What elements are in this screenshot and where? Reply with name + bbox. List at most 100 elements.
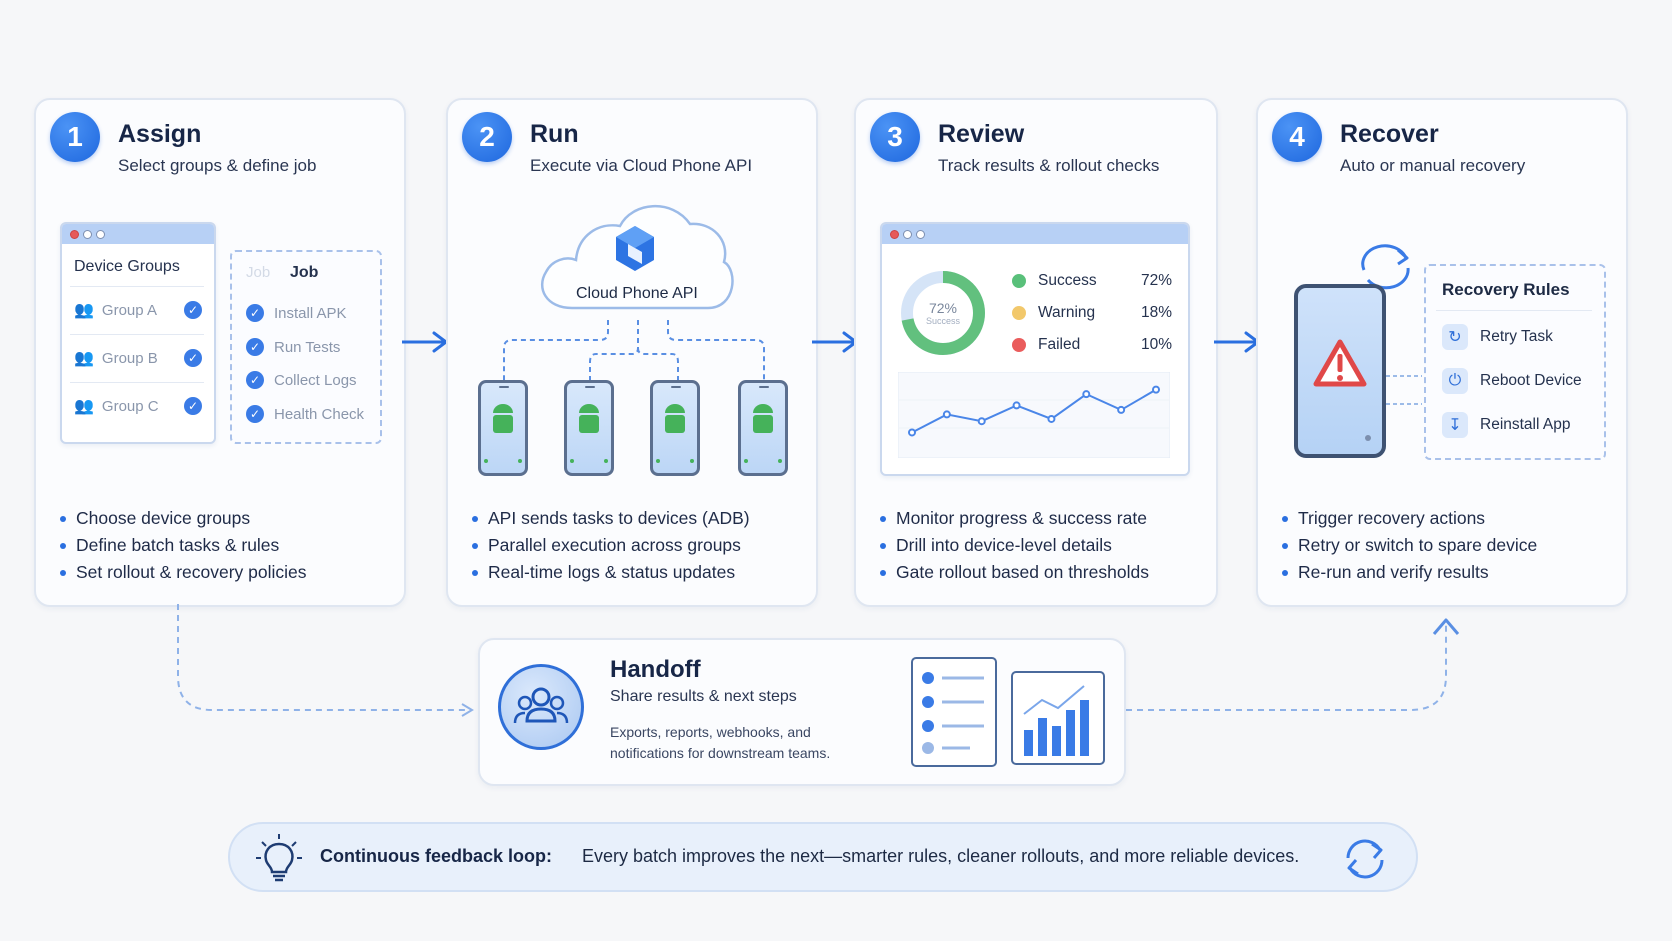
alert-phone <box>1294 284 1386 458</box>
handoff-title: Handoff <box>610 656 701 683</box>
step-card-assign: 1 Assign Select groups & define job Devi… <box>34 98 406 607</box>
step-subtitle: Auto or manual recovery <box>1340 156 1526 175</box>
trend-point <box>908 428 916 437</box>
arrow-right-icon <box>402 331 448 353</box>
job-task-item[interactable]: ✓ Run Tests <box>246 338 340 356</box>
connector-lines <box>1386 375 1422 405</box>
cloud-icon <box>541 205 734 310</box>
rule-retry-task[interactable]: ↻ Retry Task <box>1442 324 1553 350</box>
handoff-description-line1: Exports, reports, webhooks, and <box>610 724 811 740</box>
bullet-item: Trigger recovery actions <box>1280 505 1537 532</box>
power-icon: ⏻ <box>1442 368 1468 394</box>
step-subtitle: Track results & rollout checks <box>938 156 1160 175</box>
job-task-item[interactable]: ✓ Install APK <box>246 304 347 322</box>
trend-point <box>1117 405 1126 414</box>
feedback-loop-label: Continuous feedback loop: <box>320 846 552 866</box>
android-icon <box>570 404 608 463</box>
android-icon <box>656 404 694 463</box>
users-icon: 👥 <box>74 398 94 415</box>
window-titlebar <box>62 224 214 244</box>
step-bullets: Choose device groups Define batch tasks … <box>58 505 307 586</box>
group-item[interactable]: 👥 Group B ✓ <box>74 348 202 368</box>
job-task-item[interactable]: ✓ Collect Logs <box>246 371 357 389</box>
results-dashboard-window: 72% Success Success 72% Warning 18% Fail… <box>880 222 1190 476</box>
check-icon: ✓ <box>246 304 264 322</box>
cloud-label: Cloud Phone API <box>576 285 698 302</box>
recovery-rules-title: Recovery Rules <box>1442 280 1570 299</box>
android-icon <box>484 404 522 463</box>
failed-dot <box>1012 338 1026 352</box>
users-icon: 👥 <box>74 302 94 319</box>
recovery-rules-panel: Recovery Rules ↻ Retry Task ⏻ Reboot Dev… <box>1424 264 1606 460</box>
lightbulb-icon <box>256 834 302 882</box>
trend-line-chart <box>898 372 1170 458</box>
check-icon: ✓ <box>184 397 202 415</box>
cycle-arrows-icon <box>1346 839 1384 879</box>
bullet-item: Parallel execution across groups <box>470 532 750 559</box>
success-dot <box>1012 274 1026 288</box>
download-icon: ↧ <box>1442 412 1468 438</box>
rule-reboot-device[interactable]: ⏻ Reboot Device <box>1442 368 1582 394</box>
step-title: Assign <box>118 120 202 148</box>
bullet-item: Choose device groups <box>58 505 307 532</box>
step-bullets: API sends tasks to devices (ADB) Paralle… <box>470 505 750 586</box>
bullet-item: Retry or switch to spare device <box>1280 532 1537 559</box>
check-icon: ✓ <box>246 405 264 423</box>
step-subtitle: Execute via Cloud Phone API <box>530 156 753 175</box>
rule-reinstall-app[interactable]: ↧ Reinstall App <box>1442 412 1570 438</box>
step-title: Run <box>530 120 579 148</box>
donut-success-arc <box>901 271 985 355</box>
step-title: Review <box>938 120 1025 148</box>
job-task-item[interactable]: ✓ Health Check <box>246 405 364 423</box>
step-title: Recover <box>1340 120 1439 148</box>
feedback-loop-text: Every batch improves the next—smarter ru… <box>582 846 1300 866</box>
trend-point <box>1082 390 1091 399</box>
feedback-loop-banner: Continuous feedback loop: Every batch im… <box>228 822 1418 892</box>
bullet-item: Monitor progress & success rate <box>878 505 1149 532</box>
group-item[interactable]: 👥 Group A ✓ <box>74 300 202 320</box>
android-phone <box>738 380 788 476</box>
step-number-badge: 1 <box>50 112 100 162</box>
bullet-item: Set rollout & recovery policies <box>58 559 307 586</box>
checklist-report-icon <box>911 657 997 767</box>
trend-point <box>1152 385 1160 394</box>
trend-point <box>1012 401 1021 410</box>
bar-chart-report-icon <box>1011 671 1105 765</box>
connector-lines <box>503 320 765 380</box>
users-icon: 👥 <box>74 350 94 367</box>
group-item[interactable]: 👥 Group C ✓ <box>74 396 202 416</box>
legend-warning: Warning 18% <box>1012 304 1172 322</box>
check-icon: ✓ <box>246 338 264 356</box>
trend-point <box>977 417 986 426</box>
warning-triangle-icon <box>1313 339 1371 441</box>
job-panel: Job Job ✓ Install APK ✓ Run Tests ✓ Coll… <box>230 250 382 444</box>
handoff-description-line2: notifications for downstream teams. <box>610 745 831 761</box>
device-groups-window: Device Groups 👥 Group A ✓ 👥 Group B ✓ 👥 … <box>60 222 216 444</box>
android-phone <box>564 380 614 476</box>
trend-line <box>911 388 1157 434</box>
bullet-item: Re-run and verify results <box>1280 559 1537 586</box>
bullet-item: Drill into device-level details <box>878 532 1149 559</box>
legend-failed: Failed 10% <box>1012 336 1172 354</box>
android-icon <box>744 404 782 463</box>
donut-value: 72% <box>928 300 958 316</box>
handoff-loop-connectors <box>177 604 1460 717</box>
warning-dot <box>1012 306 1026 320</box>
step-number-badge: 2 <box>462 112 512 162</box>
android-phone <box>478 380 528 476</box>
step-card-recover: 4 Recover Auto or manual recovery Recove… <box>1256 98 1628 607</box>
step-bullets: Trigger recovery actions Retry or switch… <box>1280 505 1537 586</box>
team-icon <box>498 664 584 750</box>
check-icon: ✓ <box>184 301 202 319</box>
step-bullets: Monitor progress & success rate Drill in… <box>878 505 1149 586</box>
legend-success: Success 72% <box>1012 272 1172 290</box>
step-number-badge: 3 <box>870 112 920 162</box>
device-groups-title: Device Groups <box>74 258 180 275</box>
step-card-review: 3 Review Track results & rollout checks … <box>854 98 1218 607</box>
handoff-subtitle: Share results & next steps <box>610 688 797 705</box>
step-subtitle: Select groups & define job <box>118 156 317 175</box>
job-ghost-label: Job <box>246 264 271 281</box>
bullet-item: Gate rollout based on thresholds <box>878 559 1149 586</box>
success-donut-chart <box>901 271 985 355</box>
trend-point <box>942 410 951 419</box>
